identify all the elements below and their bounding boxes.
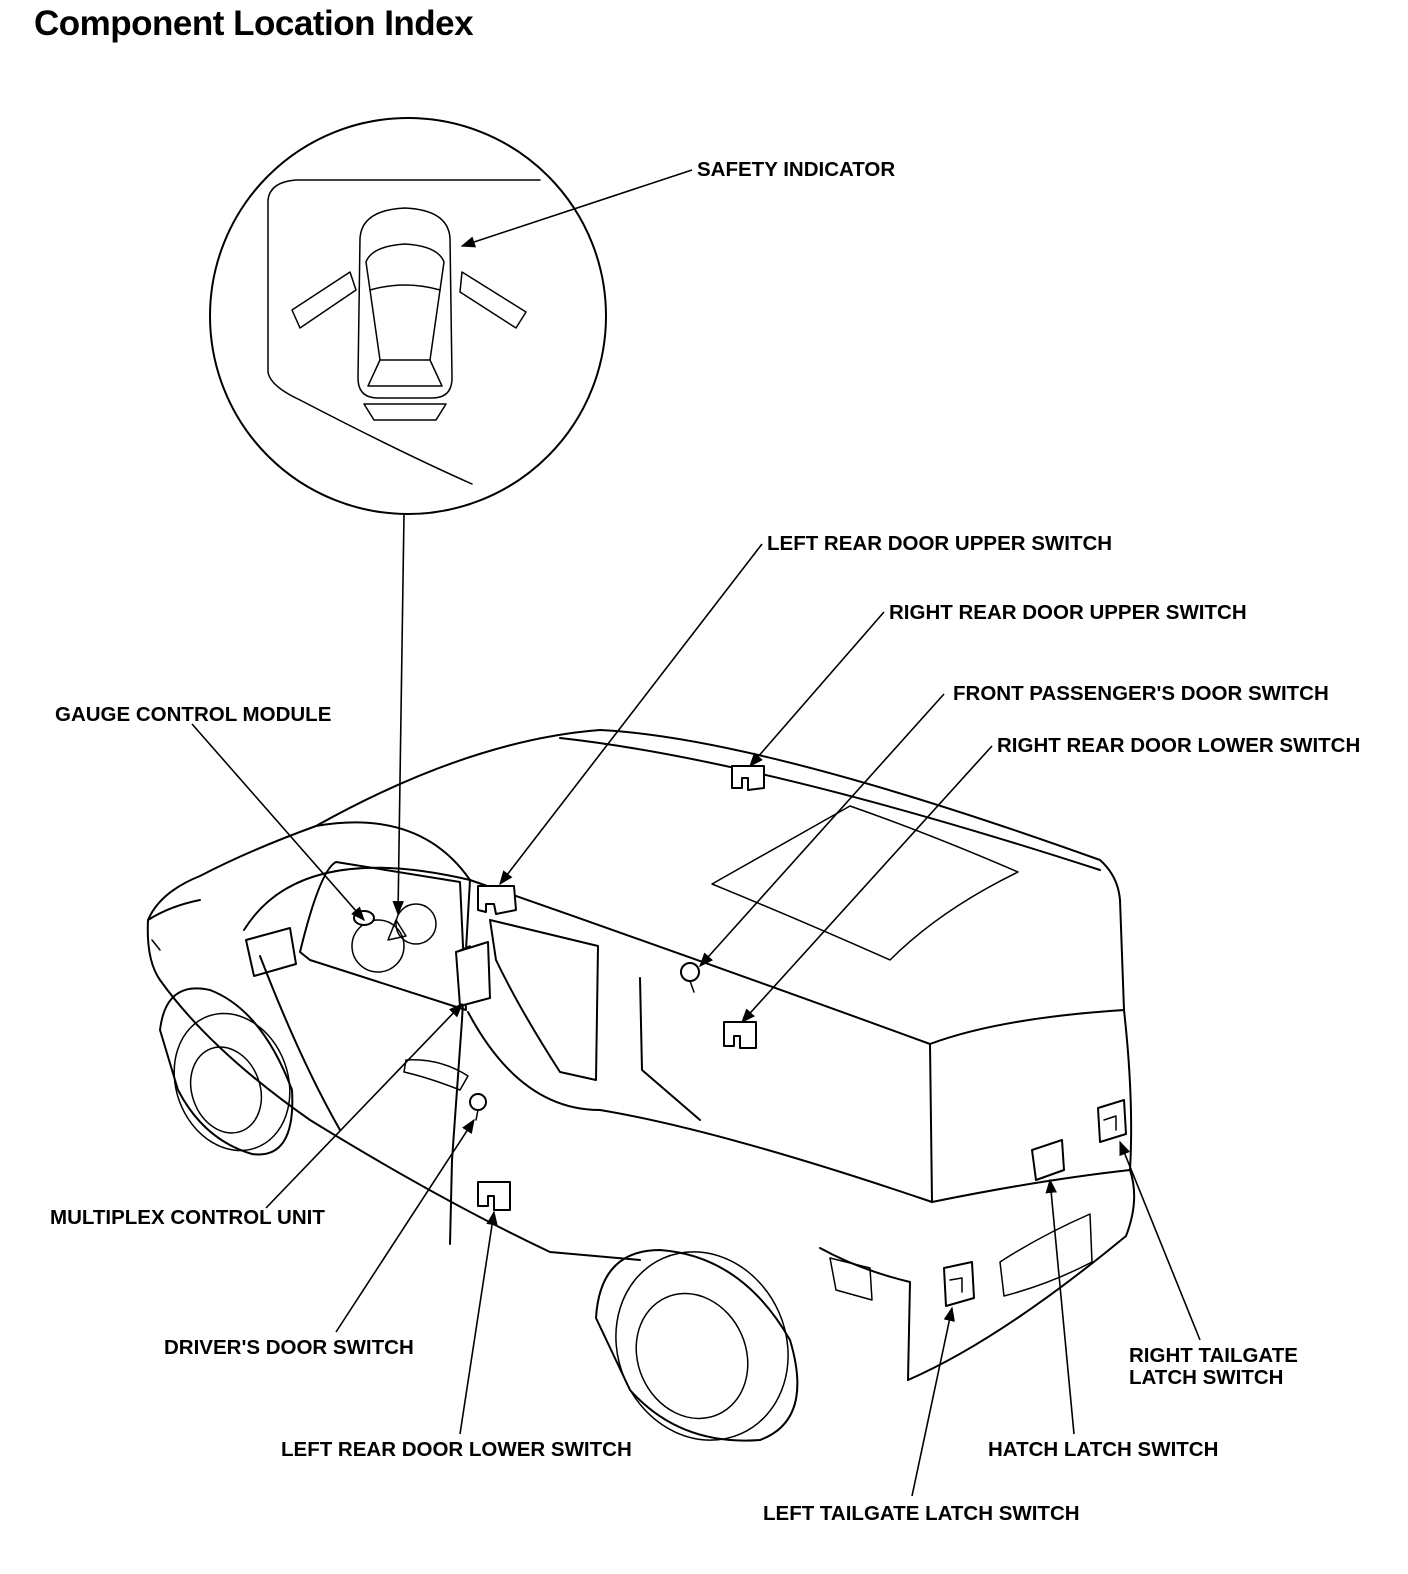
label-right-tailgate-latch-switch-line1: RIGHT TAILGATE	[1129, 1344, 1298, 1367]
label-right-rear-door-lower-switch: RIGHT REAR DOOR LOWER SWITCH	[997, 734, 1360, 757]
safety-indicator-callout	[209, 117, 607, 916]
label-drivers-door-switch: DRIVER'S DOOR SWITCH	[164, 1336, 414, 1359]
label-hatch-latch-switch: HATCH LATCH SWITCH	[988, 1438, 1218, 1461]
label-right-rear-door-upper-switch: RIGHT REAR DOOR UPPER SWITCH	[889, 601, 1247, 624]
hatch-latch-switch-part	[1031, 1139, 1065, 1181]
left-tailgate-latch-switch-part	[943, 1261, 975, 1307]
front-passenger-door-switch-part	[680, 962, 700, 993]
label-front-passengers-door-switch: FRONT PASSENGER'S DOOR SWITCH	[953, 682, 1329, 705]
car-top-view-icon	[291, 207, 527, 421]
label-gauge-control-module: GAUGE CONTROL MODULE	[55, 703, 331, 726]
label-right-tailgate-latch-switch-line2: LATCH SWITCH	[1129, 1366, 1283, 1389]
drivers-door-switch-part	[469, 1093, 487, 1121]
label-left-rear-door-upper-switch: LEFT REAR DOOR UPPER SWITCH	[767, 532, 1112, 555]
multiplex-control-unit-part	[455, 941, 491, 1007]
left-rear-door-lower-switch-part	[477, 1181, 511, 1211]
right-tailgate-latch-switch-part	[1097, 1099, 1127, 1143]
callout-circle	[209, 117, 607, 515]
right-rear-door-upper-switch-part	[731, 765, 765, 791]
left-rear-door-upper-switch-part	[477, 885, 517, 915]
vehicle-body	[146, 729, 1136, 1442]
label-safety-indicator: SAFETY INDICATOR	[697, 158, 895, 181]
right-rear-door-lower-switch-part	[723, 1021, 757, 1049]
labels: SAFETY INDICATOR LEFT REAR DOOR UPPER SW…	[50, 158, 1360, 1525]
label-left-tailgate-latch-switch: LEFT TAILGATE LATCH SWITCH	[763, 1502, 1080, 1525]
page-title: Component Location Index	[34, 4, 474, 43]
leader-lines	[191, 169, 1201, 1497]
label-left-rear-door-lower-switch: LEFT REAR DOOR LOWER SWITCH	[281, 1438, 632, 1461]
label-multiplex-control-unit: MULTIPLEX CONTROL UNIT	[50, 1206, 325, 1229]
